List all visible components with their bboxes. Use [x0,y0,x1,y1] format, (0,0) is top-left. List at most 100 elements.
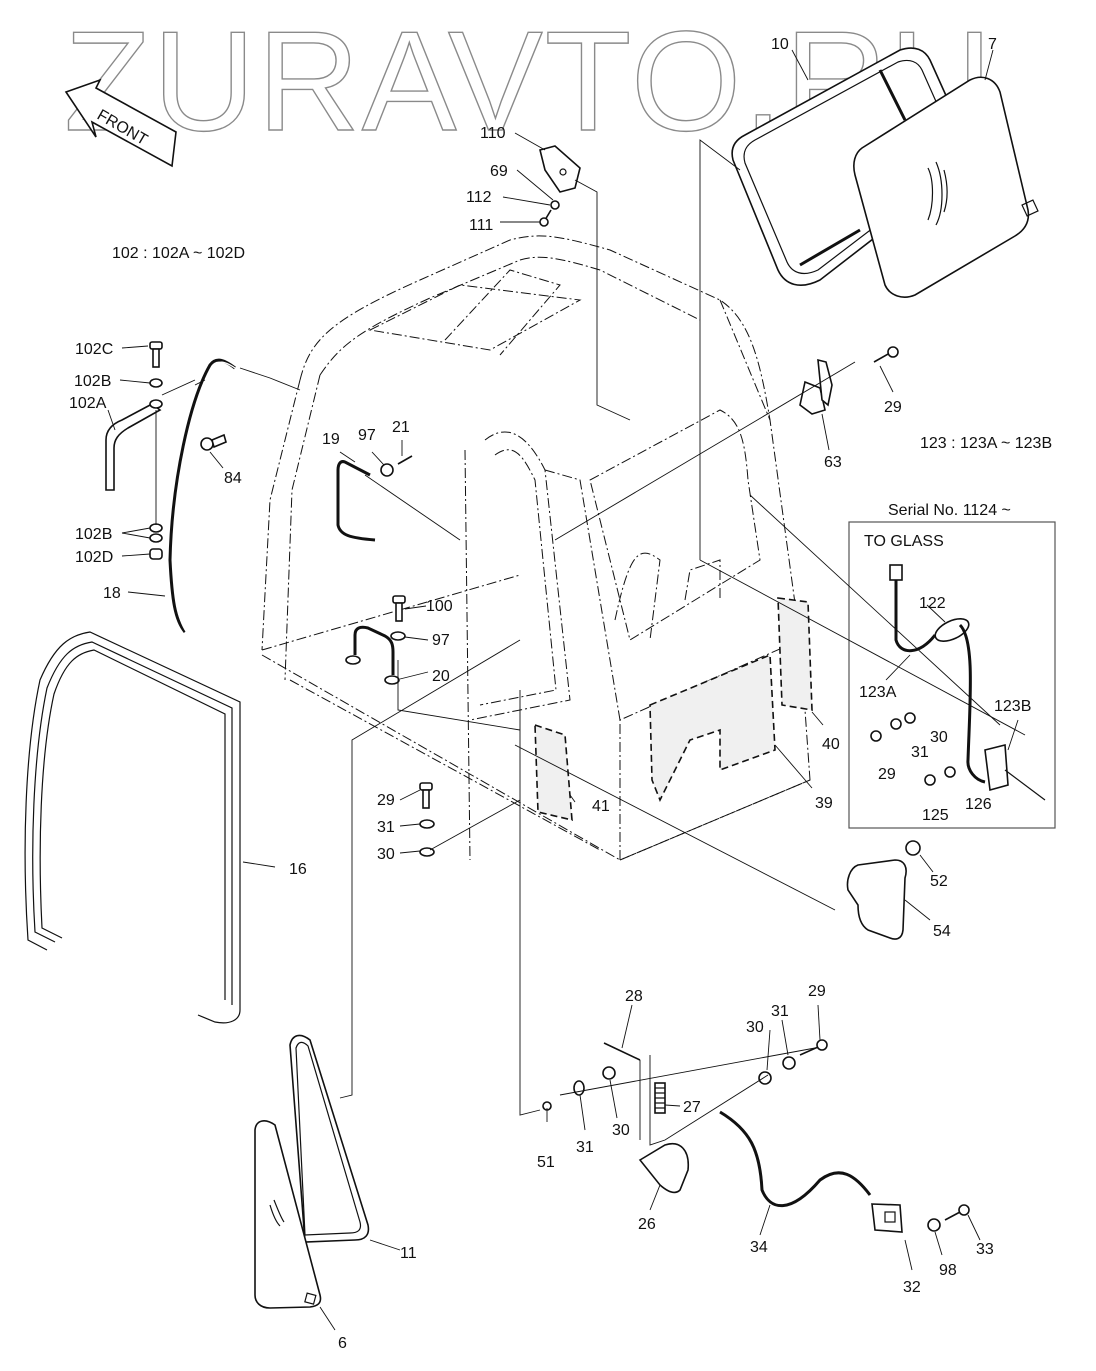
grommet-122 [934,618,970,642]
bolt-21 [397,455,413,465]
washer-30-box [904,712,916,724]
callout-29-top: 29 [884,399,902,416]
harness-123A [889,564,937,653]
washer-97-mid [390,631,406,641]
panel-39 [649,653,776,802]
lever-26 [638,1143,690,1194]
washer-31-left [419,819,435,829]
nut-102D [149,548,163,560]
callout-122: 122 [919,595,946,612]
callout-31-bot-l: 31 [576,1139,594,1156]
note-to-glass: TO GLASS [864,533,944,550]
washer-98 [927,1218,941,1232]
bolt-125 [924,774,936,786]
bolt-29-bot [799,1039,828,1056]
callout-34: 34 [750,1239,768,1256]
cable-34 [719,1110,872,1208]
callout-30-bot-r: 30 [746,1019,764,1036]
callout-98: 98 [939,1262,957,1279]
relay-123B [958,623,1046,801]
latch-32 [871,1203,903,1233]
washer-31-box [890,718,902,730]
callout-27: 27 [683,1099,701,1116]
callout-11: 11 [400,1245,417,1262]
washer-30-bot-l [602,1066,616,1080]
striker-63 [799,358,833,415]
callout-39: 39 [815,795,833,812]
callout-97-mid: 97 [432,632,450,649]
washer-102B-top [149,378,163,388]
callout-30-box: 30 [930,729,948,746]
callout-51: 51 [537,1154,555,1171]
callout-28: 28 [625,988,643,1005]
callout-102A: 102A [69,395,107,412]
washer-126 [944,766,956,778]
callout-33: 33 [976,1241,994,1258]
panel-41 [534,723,573,822]
callout-100: 100 [426,598,453,615]
callout-16: 16 [289,861,307,878]
panel-40 [777,597,813,711]
door-seal-16 [24,631,241,1024]
callout-29-left: 29 [377,792,395,809]
washer-102B-bot-1 [149,523,163,533]
callout-102D: 102D [75,549,113,566]
callout-54: 54 [933,923,951,940]
callout-labels: 110 69 112 111 10 7 102C 102B 102A 84 10… [69,36,1031,1352]
washer-112 [550,200,560,210]
washer-30-bot-r [758,1071,772,1085]
callout-30-left: 30 [377,846,395,863]
callout-112: 112 [466,189,492,206]
callout-69: 69 [490,163,508,180]
callout-125: 125 [922,807,949,824]
side-glass-6 [254,1120,322,1309]
callout-32: 32 [903,1279,921,1296]
bolt-29-top-head [887,346,899,358]
screw-52 [905,840,921,856]
washer-31-bot-l [573,1080,585,1096]
callout-7: 7 [988,36,997,53]
callout-26: 26 [638,1216,656,1233]
callout-19: 19 [322,431,340,448]
callout-84: 84 [224,470,242,487]
bolt-102C [149,341,163,368]
bolt-33 [944,1204,970,1221]
grip-102A [105,399,163,491]
callout-20: 20 [432,668,450,685]
bolt-84 [200,433,227,451]
callout-30-bot-l: 30 [612,1122,630,1139]
callout-126: 126 [965,796,992,813]
callout-40: 40 [822,736,840,753]
callout-111: 111 [469,217,493,234]
note-group-102: 102 : 102A ~ 102D [112,245,245,262]
callout-31-left: 31 [377,819,395,836]
grab-handle-19 [336,460,376,542]
note-group-123: 123 : 123A ~ 123B [920,435,1052,452]
bolt-29-box [870,730,882,742]
callout-10: 10 [771,36,789,53]
glass-seal-11 [289,1034,370,1243]
callout-18: 18 [103,585,121,602]
callout-29-bot: 29 [808,983,826,1000]
rod-28 [603,1042,641,1061]
spring-27 [654,1082,666,1114]
note-serial: Serial No. 1124 ~ [888,502,1011,519]
callout-102B-top: 102B [74,373,111,390]
callout-97-top: 97 [358,427,376,444]
callout-52: 52 [930,873,948,890]
assembly-lines [155,139,1026,1146]
callout-29-box: 29 [878,766,896,783]
cab-frame [261,235,811,861]
bolt-29-left [419,782,433,809]
cover-54 [846,859,907,940]
grab-handle-18 [168,358,239,635]
callout-31-bot-r: 31 [771,1003,789,1020]
callout-21: 21 [392,419,410,436]
callout-41: 41 [592,798,610,815]
washer-31-bot-r [782,1056,796,1070]
bolt-100 [392,595,406,622]
callout-102B-bot: 102B [75,526,112,543]
bolt-29-top [873,352,891,363]
callout-123B: 123B [994,698,1031,715]
